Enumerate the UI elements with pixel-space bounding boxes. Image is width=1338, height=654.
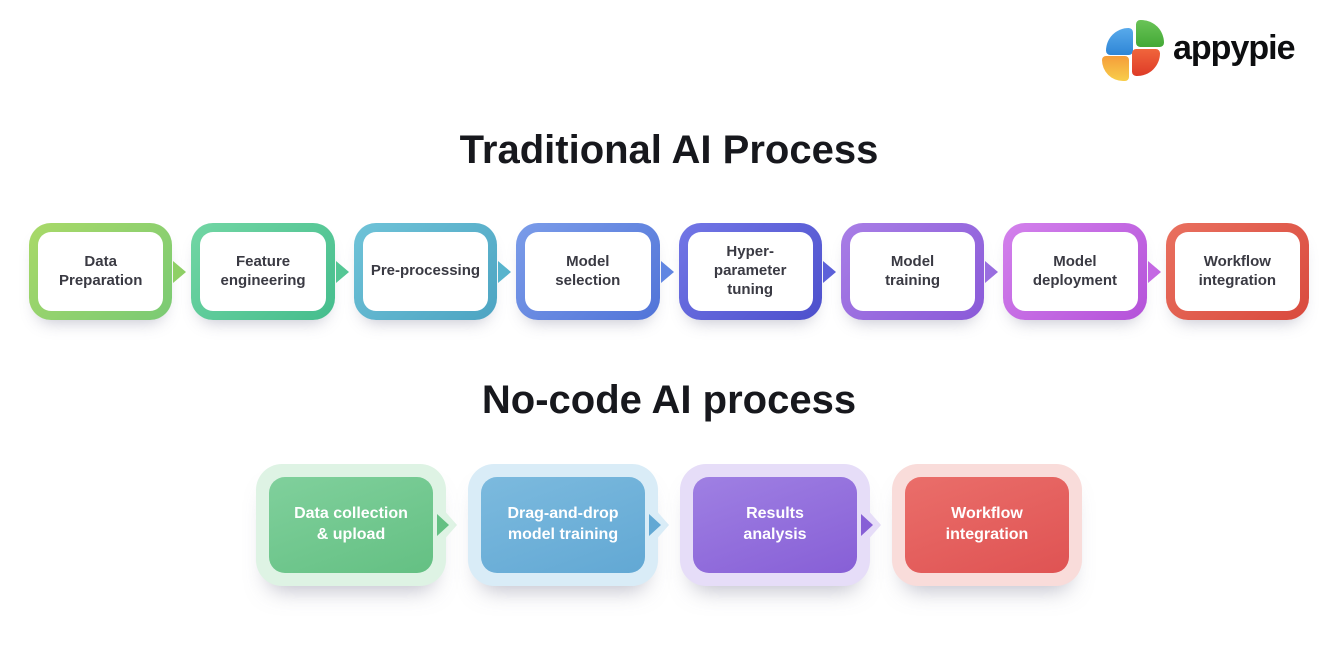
traditional-step-label: Pre-processing [370,262,481,280]
pie-petal-green-icon [1136,20,1164,47]
traditional-step-box: Data Preparation [29,223,187,320]
traditional-step-box: Pre-processing [354,223,512,320]
arrow-right-icon [861,514,873,536]
arrow-right-icon [173,260,187,283]
nocode-step-label: Results analysis [743,505,807,543]
nocode-step-label: Data collection & upload [294,505,408,543]
traditional-step-label: Model deployment [1032,252,1118,289]
nocode-step-fill: Data collection & upload [269,477,433,573]
traditional-step-box: Feature engineering [191,223,349,320]
nocode-process-title: No-code AI process [481,378,857,422]
arrow-right-icon [335,260,349,283]
traditional-step-label: Data Preparation [59,252,143,289]
nocode-step-label: Workflow integration [945,505,1029,543]
traditional-step-label: Model selection [555,252,621,289]
arrow-right-icon [1147,260,1161,283]
nocode-step-box: Data collection & upload [256,464,457,586]
traditional-step-box: Model deployment [1003,223,1161,320]
arrow-right-icon [649,514,661,536]
nocode-step-box: Workflow integration [892,464,1082,586]
nocode-step-box: Results analysis [680,464,881,586]
arrow-right-icon [437,514,449,536]
traditional-step-label: Hyper- parameter tuning [713,243,787,298]
traditional-step-box: Hyper- parameter tuning [679,223,836,320]
nocode-step-fill: Drag-and-drop model training [481,477,645,573]
traditional-step-label: Feature engineering [220,252,306,289]
traditional-step-box: Model training [841,223,999,320]
arrow-right-icon [985,260,999,283]
traditional-step-label: Model training [885,252,941,289]
pie-petal-red-icon [1132,49,1160,76]
nocode-step-fill: Workflow integration [905,477,1069,573]
nocode-step-fill: Results analysis [693,477,857,573]
appypie-logo: appypie [1100,18,1295,81]
nocode-step-box: Drag-and-drop model training [468,464,669,586]
nocode-step-label: Drag-and-drop model training [507,505,619,543]
traditional-step-box: Workflow integration [1166,223,1309,320]
arrow-right-icon [822,260,836,283]
arrow-right-icon [498,260,512,283]
traditional-process-row: Data Preparation Feature engineering Pre… [29,223,1309,320]
traditional-step-box: Model selection [516,223,674,320]
traditional-process-title: Traditional AI Process [459,128,879,172]
pie-petal-yellow-icon [1102,56,1129,81]
traditional-step-label: Workflow integration [1198,252,1277,289]
appypie-logo-text: appypie [1173,29,1295,67]
arrow-right-icon [660,260,674,283]
appypie-pie-icon [1100,18,1164,81]
pie-petal-blue-icon [1106,28,1133,55]
nocode-process-row: Data collection & upload Drag-and-drop m… [0,464,1338,586]
